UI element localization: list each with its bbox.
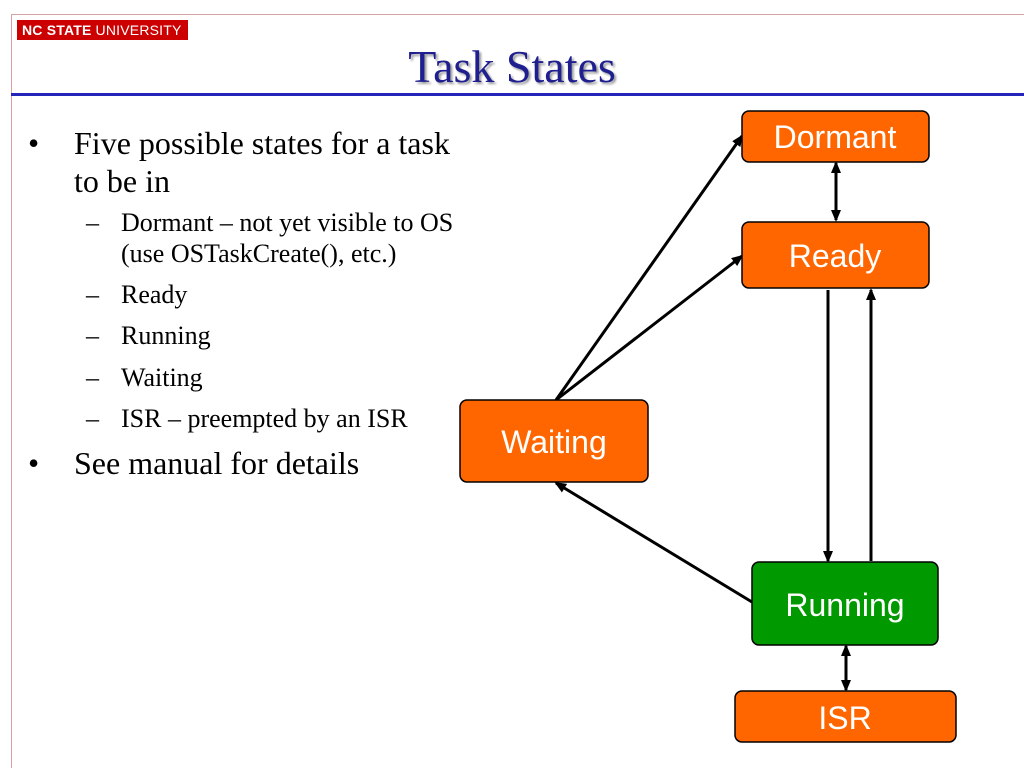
bullet-item: • See manual for details (28, 444, 478, 482)
bullet-text: Five possible states for a task to be in (74, 125, 450, 200)
sub-bullet-dash: – (86, 321, 99, 351)
bullet-text: See manual for details (74, 444, 360, 481)
edge-waiting-to-dormant (554, 134, 744, 401)
bullet-list: • Five possible states for a task to be … (28, 124, 478, 482)
node-waiting-label: Waiting (501, 424, 607, 460)
node-running-box (751, 561, 939, 646)
title-underline (11, 93, 1024, 96)
sub-bullet-item: – Waiting (28, 362, 478, 393)
node-waiting: Waiting (459, 399, 649, 483)
node-dormant-label: Dormant (774, 119, 897, 155)
edge-running-to-waiting (554, 481, 753, 604)
node-ready: Ready (741, 221, 930, 289)
sub-bullet-text: Ready (121, 280, 188, 310)
logo-light-text: UNIVERSITY (95, 22, 182, 38)
node-waiting-box (459, 399, 649, 483)
sub-bullet-item: – Running (28, 320, 478, 351)
node-running: Running (751, 561, 939, 646)
slide-title: Task States (408, 41, 616, 92)
logo-strong-text: NC STATE (22, 22, 92, 38)
sub-bullet-text: Waiting (121, 362, 203, 392)
node-isr: ISR (734, 690, 957, 743)
sub-bullet-dash: – (86, 280, 99, 310)
node-ready-box (741, 221, 930, 289)
node-isr-box (734, 690, 957, 743)
node-running-label: Running (785, 587, 904, 623)
bullet-dot: • (28, 444, 40, 481)
sub-bullet-item: – ISR – preempted by an ISR (28, 403, 478, 434)
node-dormant-box (741, 110, 930, 163)
sub-bullet-dash: – (86, 362, 99, 392)
sub-bullet-item: – Dormant – not yet visible to OS (use O… (28, 207, 478, 269)
sub-bullet-item: – Ready (28, 279, 478, 310)
sub-bullet-dash: – (86, 207, 99, 237)
node-ready-label: Ready (789, 238, 882, 274)
edge-waiting-to-ready (555, 254, 744, 402)
node-isr-label: ISR (818, 700, 871, 736)
sub-bullet-text: ISR – preempted by an ISR (121, 403, 408, 433)
sub-bullet-list: – Dormant – not yet visible to OS (use O… (28, 207, 478, 434)
sub-bullet-text: Dormant – not yet visible to OS (use OST… (121, 207, 454, 268)
top-border (11, 14, 1024, 15)
node-dormant: Dormant (741, 110, 930, 163)
bullet-item: • Five possible states for a task to be … (28, 124, 478, 201)
sub-bullet-text: Running (121, 321, 211, 351)
university-logo: NC STATE UNIVERSITY (17, 20, 188, 40)
sub-bullet-dash: – (86, 403, 99, 433)
bullet-dot: • (28, 125, 40, 161)
left-border (11, 14, 12, 768)
